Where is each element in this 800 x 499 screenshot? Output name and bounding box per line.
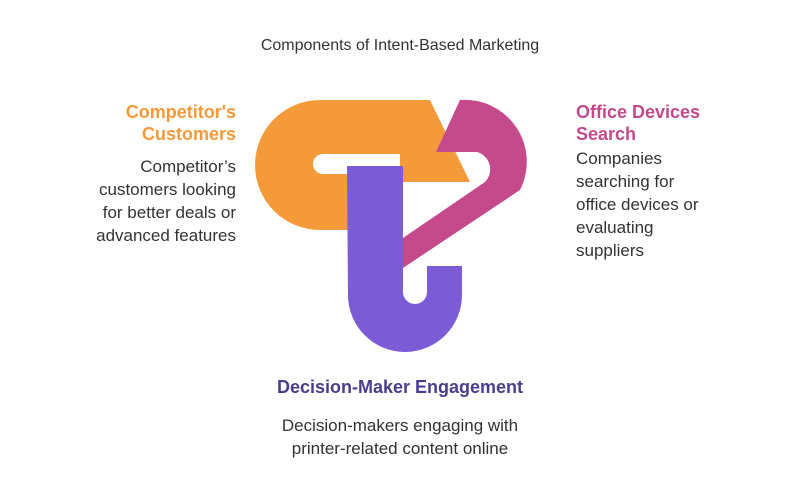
office-devices-block: Office Devices Search Companies searchin… [576,101,700,262]
magenta-loop [400,99,527,270]
competitors-heading: Competitor's Customers [125,102,236,144]
decision-maker-description: Decision-makers engaging with printer-re… [281,416,519,458]
orange-loop [255,100,470,230]
decision-maker-heading: Decision-Maker Engagement [276,377,524,397]
decision-maker-block: Decision-Maker Engagement Decision-maker… [0,376,800,460]
competitors-description: Competitor’s customers looking for bette… [96,157,236,245]
diagram-title: Components of Intent-Based Marketing [260,37,540,54]
office-devices-heading: Office Devices Search [576,102,701,144]
competitors-block: Competitor's Customers Competitor’s cust… [96,101,236,247]
purple-loop [347,166,462,352]
office-devices-description: Companies searching for office devices o… [576,149,699,260]
